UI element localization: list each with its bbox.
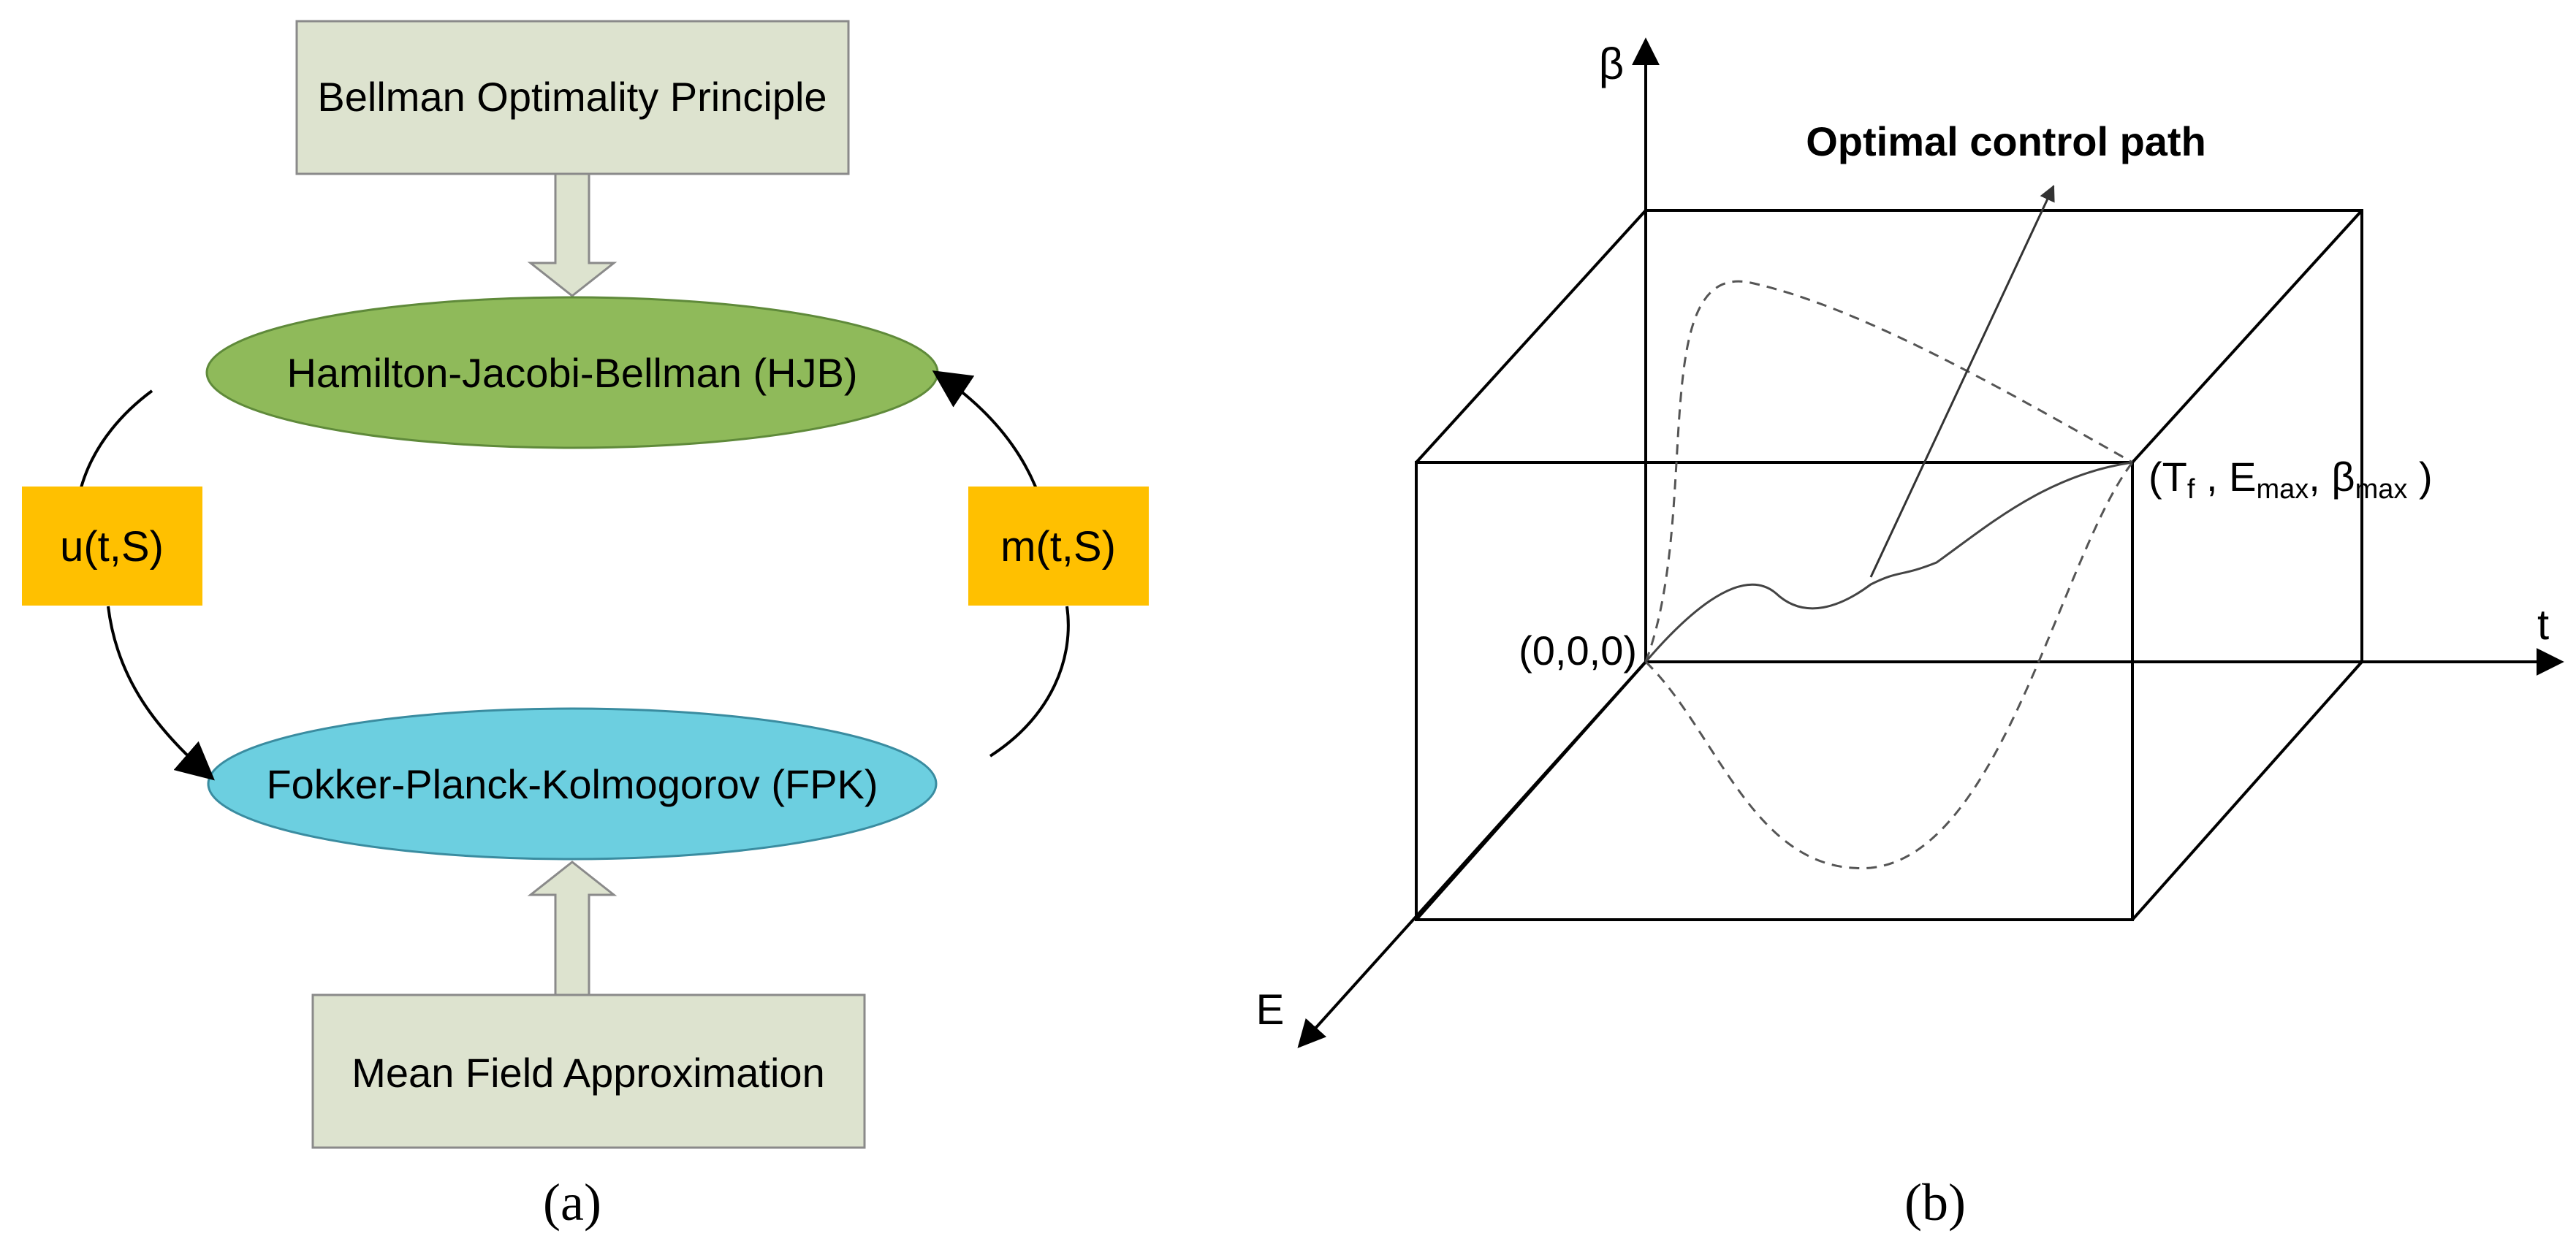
box-edge-br [2131,660,2363,921]
u-label: u(t,S) [60,523,164,571]
panel-b: β t E (0,0,0) (Tf , Emax, βmax ) Optimal… [1256,37,2564,1232]
m-label-box [968,487,1149,606]
beta-axis-label: β [1599,39,1625,88]
optimal-path-pointer [1869,185,2055,578]
optimal-path-label: Optimal control path [1806,118,2206,164]
bellman-box [295,20,850,175]
box-edge-tl [1415,209,1647,464]
meanfield-to-fpk-arrow [527,861,618,996]
optimal-control-path [1644,461,2133,663]
e-axis-label: E [1256,986,1285,1034]
t-axis-label: t [2537,601,2549,649]
meanfield-box-label: Mean Field Approximation [352,1050,824,1096]
m-label: m(t,S) [1000,523,1116,571]
box-edge-tr [2131,209,2363,464]
hjb-label: Hamilton-Jacobi-Bellman (HJB) [286,350,857,396]
upper-dashed-curve [1644,280,2133,663]
caption-a: (a) [543,1173,601,1232]
origin-label: (0,0,0) [1519,628,1637,674]
end-point-label: (Tf , Emax, βmax ) [2148,454,2433,505]
box-back-face [1644,209,2363,663]
fpk-label: Fokker-Planck-Kolmogorov (FPK) [266,761,878,807]
u-label-box [22,487,202,606]
bellman-to-hjb-arrow [527,172,618,297]
lower-dashed-curve [1644,462,2134,869]
bellman-box-label: Bellman Optimality Principle [317,74,827,120]
panel-a: Bellman Optimality Principle Hamilton-Ja… [22,20,1149,1232]
box-front-face [1415,461,2134,921]
meanfield-box [311,993,866,1149]
e-axis [1297,660,1647,1048]
caption-b: (b) [1904,1173,1966,1232]
